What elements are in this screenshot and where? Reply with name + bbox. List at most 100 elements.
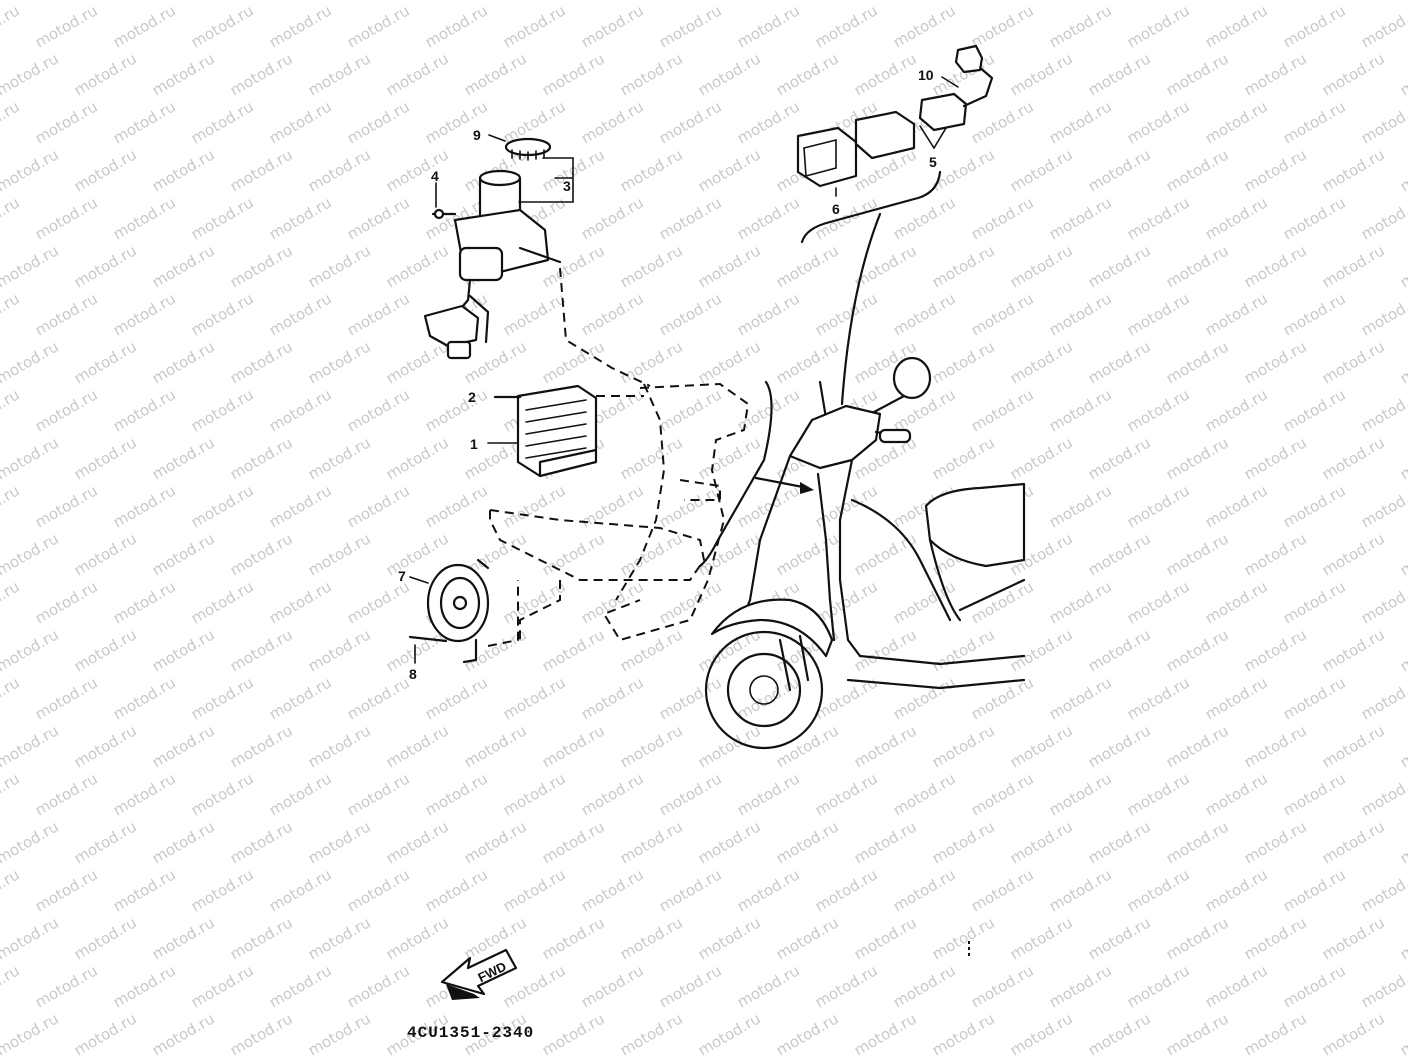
watermark-text: motod.ru bbox=[1358, 1, 1408, 51]
leader-7 bbox=[409, 576, 429, 584]
watermark-text: motod.ru bbox=[227, 913, 296, 963]
watermark-text: motod.ru bbox=[695, 145, 764, 195]
watermark-text: motod.ru bbox=[344, 769, 413, 819]
watermark-text: motod.ru bbox=[305, 529, 374, 579]
watermark-text: motod.ru bbox=[734, 865, 803, 915]
watermark-text: motod.ru bbox=[1319, 0, 1388, 3]
watermark-text: motod.ru bbox=[500, 577, 569, 627]
watermark-text: motod.ru bbox=[422, 865, 491, 915]
watermark-text: motod.ru bbox=[227, 625, 296, 675]
watermark-text: motod.ru bbox=[461, 817, 530, 867]
watermark-text: motod.ru bbox=[1319, 913, 1388, 963]
watermark-text: motod.ru bbox=[617, 721, 686, 771]
watermark-text: motod.ru bbox=[1163, 145, 1232, 195]
watermark-text: motod.ru bbox=[968, 385, 1037, 435]
callout-4: 4 bbox=[431, 168, 439, 184]
watermark-text: motod.ru bbox=[1163, 0, 1232, 3]
watermark-text: motod.ru bbox=[1280, 1, 1349, 51]
watermark-text: motod.ru bbox=[1007, 913, 1076, 963]
watermark-text: motod.ru bbox=[149, 625, 218, 675]
watermark-text: motod.ru bbox=[0, 1009, 62, 1056]
watermark-text: motod.ru bbox=[773, 49, 842, 99]
watermark-text: motod.ru bbox=[1319, 721, 1388, 771]
callout-10: 10 bbox=[918, 67, 934, 83]
watermark-text: motod.ru bbox=[305, 337, 374, 387]
watermark-text: motod.ru bbox=[71, 337, 140, 387]
watermark-text: motod.ru bbox=[1319, 241, 1388, 291]
watermark-text: motod.ru bbox=[1397, 49, 1408, 99]
watermark-text: motod.ru bbox=[1046, 289, 1115, 339]
watermark-text: motod.ru bbox=[1046, 385, 1115, 435]
watermark-text: motod.ru bbox=[383, 337, 452, 387]
watermark-text: motod.ru bbox=[1085, 337, 1154, 387]
watermark-text: motod.ru bbox=[1202, 961, 1271, 1011]
watermark-text: motod.ru bbox=[1124, 769, 1193, 819]
watermark-text: motod.ru bbox=[656, 865, 725, 915]
watermark-text: motod.ru bbox=[305, 49, 374, 99]
relay-5-part bbox=[854, 92, 968, 160]
watermark-text: motod.ru bbox=[305, 145, 374, 195]
watermark-text: motod.ru bbox=[1280, 865, 1349, 915]
watermark-text: motod.ru bbox=[656, 961, 725, 1011]
watermark-text: motod.ru bbox=[929, 145, 998, 195]
watermark-text: motod.ru bbox=[149, 529, 218, 579]
watermark-text: motod.ru bbox=[578, 97, 647, 147]
watermark-text: motod.ru bbox=[383, 241, 452, 291]
watermark-text: motod.ru bbox=[1046, 193, 1115, 243]
watermark-text: motod.ru bbox=[734, 769, 803, 819]
watermark-text: motod.ru bbox=[773, 1009, 842, 1056]
watermark-text: motod.ru bbox=[0, 817, 62, 867]
watermark-text: motod.ru bbox=[1085, 913, 1154, 963]
watermark-text: motod.ru bbox=[1358, 385, 1408, 435]
watermark-text: motod.ru bbox=[1046, 673, 1115, 723]
watermark-text: motod.ru bbox=[695, 1009, 764, 1056]
watermark-text: motod.ru bbox=[1358, 865, 1408, 915]
watermark-text: motod.ru bbox=[0, 241, 62, 291]
watermark-text: motod.ru bbox=[1085, 49, 1154, 99]
watermark-text: motod.ru bbox=[734, 97, 803, 147]
watermark-text: motod.ru bbox=[110, 481, 179, 531]
watermark-text: motod.ru bbox=[188, 865, 257, 915]
watermark-text: motod.ru bbox=[1241, 337, 1310, 387]
watermark-text: motod.ru bbox=[1007, 0, 1076, 3]
watermark-text: motod.ru bbox=[1358, 193, 1408, 243]
watermark-text: motod.ru bbox=[1124, 673, 1193, 723]
watermark-text: motod.ru bbox=[305, 913, 374, 963]
frame-outline bbox=[487, 267, 750, 647]
watermark-text: motod.ru bbox=[344, 481, 413, 531]
watermark-text: motod.ru bbox=[149, 0, 218, 3]
watermark-text: motod.ru bbox=[1280, 673, 1349, 723]
watermark-text: motod.ru bbox=[0, 721, 62, 771]
main-switch-part bbox=[423, 137, 562, 360]
watermark-text: motod.ru bbox=[0, 481, 23, 531]
watermark-text: motod.ru bbox=[500, 289, 569, 339]
watermark-text: motod.ru bbox=[695, 817, 764, 867]
watermark-text: motod.ru bbox=[656, 1, 725, 51]
watermark-text: motod.ru bbox=[968, 193, 1037, 243]
watermark-text: motod.ru bbox=[578, 865, 647, 915]
watermark-text: motod.ru bbox=[71, 241, 140, 291]
watermark-text: motod.ru bbox=[422, 481, 491, 531]
watermark-text: motod.ru bbox=[1358, 961, 1408, 1011]
watermark-text: motod.ru bbox=[0, 97, 23, 147]
watermark-text: motod.ru bbox=[500, 769, 569, 819]
watermark-text: motod.ru bbox=[266, 769, 335, 819]
watermark-text: motod.ru bbox=[1007, 241, 1076, 291]
bolt-4-part bbox=[431, 208, 457, 220]
watermark-text: motod.ru bbox=[890, 289, 959, 339]
watermark-text: motod.ru bbox=[149, 913, 218, 963]
watermark-text: motod.ru bbox=[1202, 97, 1271, 147]
watermark-text: motod.ru bbox=[1007, 145, 1076, 195]
watermark-text: motod.ru bbox=[1241, 241, 1310, 291]
watermark-text: motod.ru bbox=[1163, 337, 1232, 387]
watermark-text: motod.ru bbox=[461, 0, 530, 3]
watermark-text: motod.ru bbox=[422, 673, 491, 723]
watermark-text: motod.ru bbox=[305, 817, 374, 867]
watermark-text: motod.ru bbox=[1280, 385, 1349, 435]
watermark-text: motod.ru bbox=[344, 193, 413, 243]
watermark-text: motod.ru bbox=[1280, 769, 1349, 819]
watermark-text: motod.ru bbox=[149, 433, 218, 483]
callout-9: 9 bbox=[473, 127, 481, 143]
watermark-text: motod.ru bbox=[929, 1009, 998, 1056]
watermark-text: motod.ru bbox=[1046, 1, 1115, 51]
